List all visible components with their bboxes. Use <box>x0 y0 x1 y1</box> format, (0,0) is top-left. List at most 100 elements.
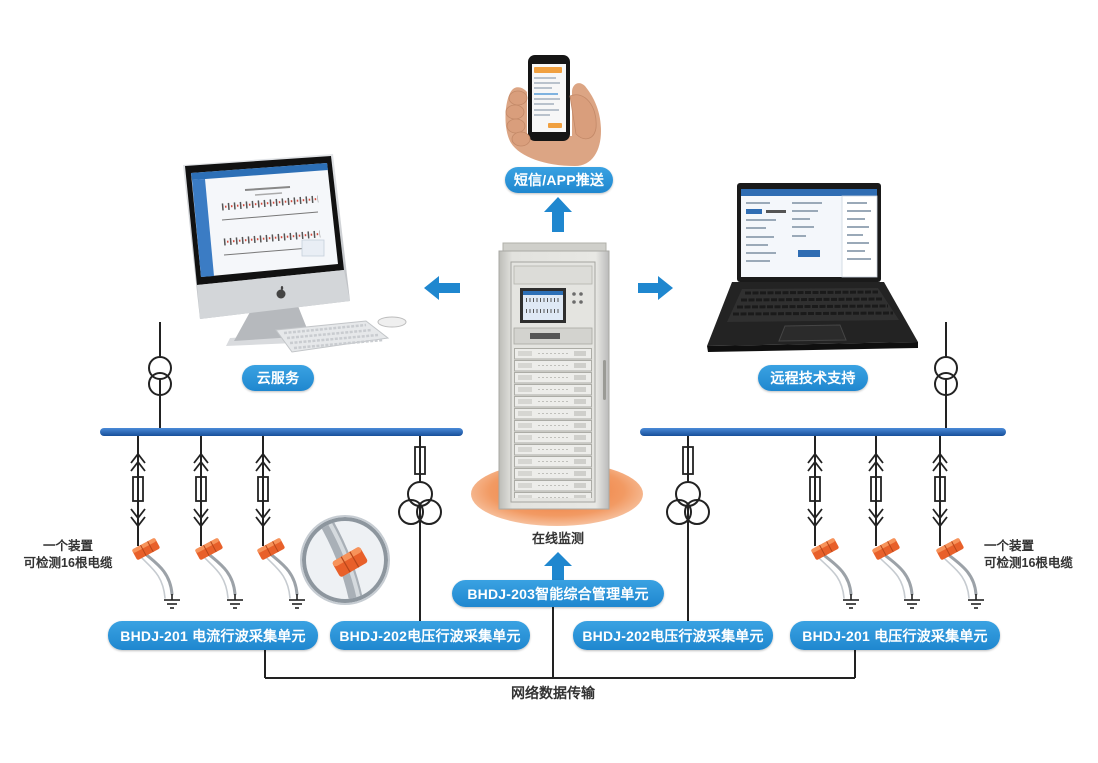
cabinet-module-rack <box>514 348 592 498</box>
fuse-icon <box>195 476 207 502</box>
remote-support-label: 远程技术支持 <box>758 365 868 391</box>
note-line: 可检测16根电缆 <box>984 556 1073 570</box>
ground-icon <box>843 594 859 609</box>
laptop-screen-panel <box>841 195 878 278</box>
cable-sensor-icon <box>332 547 368 577</box>
cabinet-control-strip <box>530 333 560 339</box>
fuse-icon <box>132 476 144 502</box>
ground-icon <box>289 594 305 609</box>
monitor-screen-header <box>191 163 328 180</box>
disconnect-chevron-down <box>193 508 209 520</box>
management-unit-label: BHDJ-203智能综合管理单元 <box>452 580 664 607</box>
transformer-icon <box>934 322 958 429</box>
online-monitoring-label: 在线监测 <box>531 531 585 546</box>
cable-sensor-icon <box>195 538 223 560</box>
desktop-monitor-icon <box>183 154 407 353</box>
arrow-up-icon <box>544 552 572 580</box>
cable-feeder <box>932 436 984 609</box>
cable <box>817 549 853 596</box>
cable-feeder <box>130 436 180 609</box>
apple-logo-icon <box>276 286 286 299</box>
transformer-icon <box>148 322 172 429</box>
fuse-icon <box>414 446 426 475</box>
ground-icon <box>164 594 180 609</box>
note-line: 一个装置 <box>42 539 93 553</box>
sensor-zoom-view <box>300 515 390 605</box>
laptop-keys <box>732 290 894 316</box>
phone-screen-header <box>534 67 562 73</box>
fuse-icon <box>682 446 694 475</box>
network-lines <box>264 607 856 679</box>
ground-icon <box>227 594 243 609</box>
ground-icon <box>904 594 920 609</box>
cable <box>265 549 299 596</box>
voltage-collector-right-label: BHDJ-202电压行波采集单元 <box>573 621 773 650</box>
monitoring-cabinet-icon <box>498 242 610 510</box>
disconnect-chevron-up <box>807 452 823 464</box>
fuse-icon <box>257 476 269 502</box>
sms-app-push-label: 短信/APP推送 <box>505 167 613 193</box>
cable-sensor-icon <box>936 538 964 560</box>
left-capacity-note: 一个装置 可检测16根电缆 <box>14 538 122 572</box>
disconnect-chevron-down <box>807 508 823 520</box>
transformer-icon <box>407 481 433 507</box>
note-line: 可检测16根电缆 <box>23 556 113 570</box>
cable <box>140 549 174 596</box>
network-transmission-label: 网络数据传输 <box>511 685 595 701</box>
disconnect-chevron-up <box>255 452 271 464</box>
disconnect-chevron-down <box>130 508 146 520</box>
cable-sensor-icon <box>872 538 900 560</box>
cable-sensor-icon <box>811 538 839 560</box>
mouse <box>377 316 407 328</box>
monitor-chin <box>197 270 350 319</box>
disconnect-chevron-down <box>868 508 884 520</box>
cloud-service-label: 云服务 <box>242 365 314 391</box>
fingers <box>505 90 531 147</box>
cable-feeder <box>807 436 859 609</box>
laptop-screen-header <box>741 189 877 196</box>
laptop-touchpad <box>778 324 847 342</box>
voltage-collector-201-label: BHDJ-201 电压行波采集单元 <box>790 621 1000 650</box>
cable-feeder <box>193 436 243 609</box>
cabinet-handle <box>603 360 606 400</box>
voltage-transformer-feeder <box>398 436 442 621</box>
cabinet-display-content <box>523 291 563 313</box>
disconnect-chevron-up <box>868 452 884 464</box>
bus-bar-right <box>640 428 1006 436</box>
voltage-collector-left-label: BHDJ-202电压行波采集单元 <box>330 621 530 650</box>
monitor-screen <box>191 163 338 277</box>
cable <box>878 549 914 596</box>
cabinet-indicator-lights <box>572 292 583 304</box>
phone-screen-button <box>548 123 562 128</box>
disconnect-chevron-down <box>932 508 948 520</box>
transformer-icon <box>675 481 701 507</box>
keyboard-keys <box>283 323 384 350</box>
fuse-icon <box>934 476 946 502</box>
cable-feeder <box>255 436 305 609</box>
voltage-transformer-feeder <box>666 436 710 621</box>
keyboard <box>275 320 390 353</box>
cable-feeder <box>868 436 920 609</box>
right-capacity-note: 一个装置 可检测16根电缆 <box>984 538 1092 572</box>
bus-bar-left <box>100 428 463 436</box>
phone-screen-lines <box>534 77 560 116</box>
note-line: 一个装置 <box>984 539 1035 553</box>
disconnect-chevron-up <box>932 452 948 464</box>
fuse-icon <box>809 476 821 502</box>
smartphone-icon <box>505 55 601 166</box>
cable-sensor-icon <box>132 538 160 560</box>
laptop-icon <box>707 183 918 352</box>
cable-sensor-icon <box>257 538 285 560</box>
arrow-left-icon <box>424 276 460 300</box>
cabinet-header-panel <box>513 265 593 285</box>
cabinet-display <box>523 291 563 320</box>
cable <box>942 549 978 596</box>
disconnect-chevron-up <box>130 452 146 464</box>
current-collector-label: BHDJ-201 电流行波采集单元 <box>108 621 318 650</box>
monitor-screen-content <box>221 186 325 257</box>
arrow-right-icon <box>638 276 673 300</box>
arrow-up-icon <box>544 197 572 232</box>
fuse-icon <box>870 476 882 502</box>
cable <box>203 549 237 596</box>
